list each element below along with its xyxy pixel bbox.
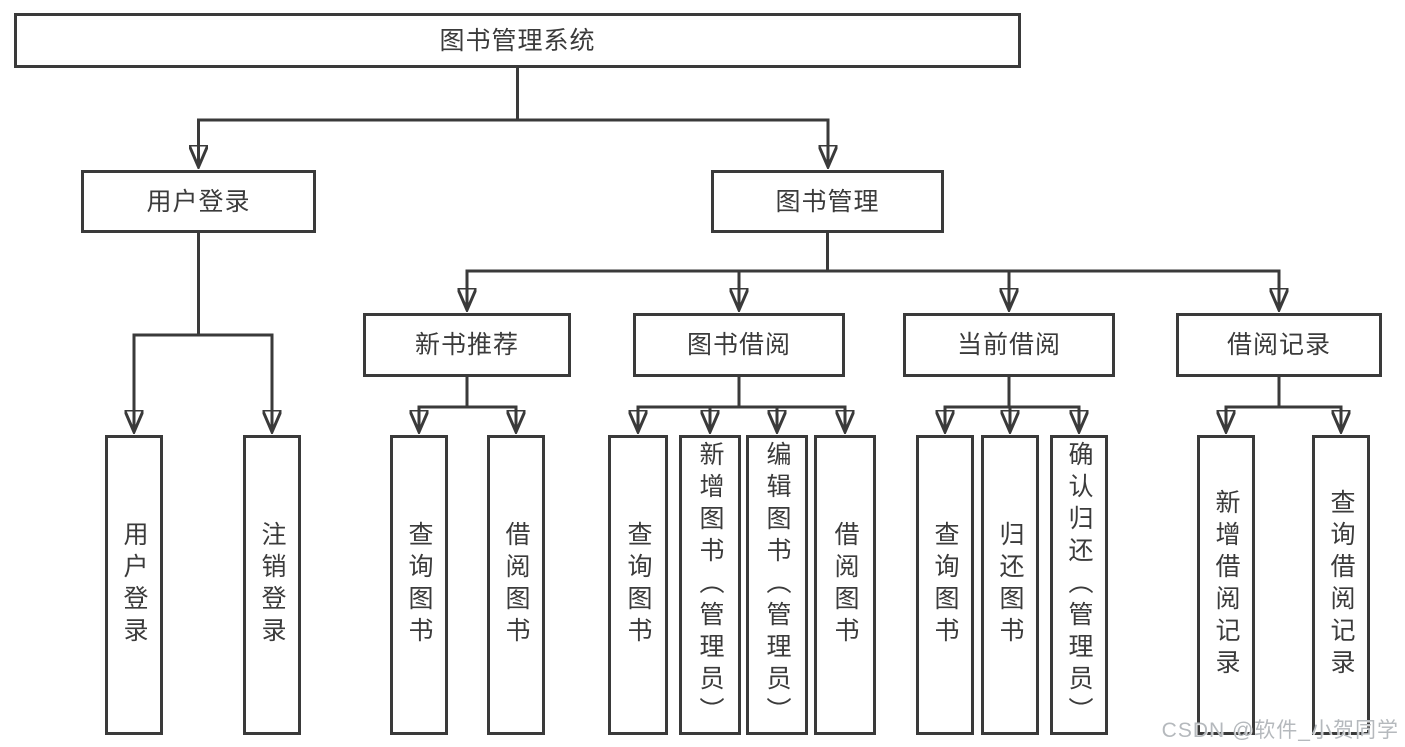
leaf-borrowing-borrow-books: 借阅图书 — [814, 435, 876, 735]
leaf-borrowing-edit-books-admin-label: 编辑图书（管理员） — [763, 441, 791, 729]
leaf-logout-login-label: 注销登录 — [258, 521, 286, 649]
node-new-book-recommend-label: 新书推荐 — [414, 331, 519, 359]
leaf-current-query-books: 查询图书 — [916, 435, 974, 735]
leaf-records-add-record: 新增借阅记录 — [1197, 435, 1255, 735]
node-borrowing-records: 借阅记录 — [1176, 313, 1382, 377]
node-user-login: 用户登录 — [81, 170, 316, 233]
leaf-records-query-record-label: 查询借阅记录 — [1327, 489, 1355, 681]
node-book-management-label: 图书管理 — [775, 187, 880, 216]
leaf-logout-login: 注销登录 — [243, 435, 301, 735]
node-current-borrowing: 当前借阅 — [903, 313, 1115, 377]
node-book-borrowing: 图书借阅 — [633, 313, 845, 377]
leaf-current-query-books-label: 查询图书 — [931, 521, 959, 649]
leaf-current-confirm-return-admin: 确认归还（管理员） — [1050, 435, 1108, 735]
leaf-borrowing-edit-books-admin: 编辑图书（管理员） — [746, 435, 808, 735]
leaf-records-query-record: 查询借阅记录 — [1312, 435, 1370, 735]
leaf-recommend-borrow-books-label: 借阅图书 — [502, 521, 530, 649]
node-borrowing-records-label: 借阅记录 — [1226, 331, 1331, 359]
node-root: 图书管理系统 — [14, 13, 1021, 68]
leaf-recommend-query-books: 查询图书 — [390, 435, 448, 735]
node-user-login-label: 用户登录 — [146, 187, 251, 216]
node-book-borrowing-label: 图书借阅 — [686, 331, 791, 359]
node-new-book-recommend: 新书推荐 — [363, 313, 571, 377]
watermark: CSDN @软件_小贺同学 — [1161, 719, 1399, 742]
leaf-borrowing-add-books-admin-label: 新增图书（管理员） — [696, 441, 724, 729]
leaf-recommend-borrow-books: 借阅图书 — [487, 435, 545, 735]
node-current-borrowing-label: 当前借阅 — [956, 331, 1061, 359]
leaf-records-add-record-label: 新增借阅记录 — [1212, 489, 1240, 681]
leaf-user-login-label: 用户登录 — [120, 521, 148, 649]
leaf-recommend-query-books-label: 查询图书 — [405, 521, 433, 649]
leaf-current-return-books: 归还图书 — [981, 435, 1039, 735]
leaf-current-confirm-return-admin-label: 确认归还（管理员） — [1065, 441, 1093, 729]
node-book-management: 图书管理 — [711, 170, 944, 233]
node-root-label: 图书管理系统 — [439, 26, 596, 55]
leaf-borrowing-query-books: 查询图书 — [608, 435, 668, 735]
leaf-user-login: 用户登录 — [105, 435, 163, 735]
leaf-current-return-books-label: 归还图书 — [996, 521, 1024, 649]
leaf-borrowing-add-books-admin: 新增图书（管理员） — [679, 435, 741, 735]
leaf-borrowing-borrow-books-label: 借阅图书 — [831, 521, 859, 649]
leaf-borrowing-query-books-label: 查询图书 — [624, 521, 652, 649]
